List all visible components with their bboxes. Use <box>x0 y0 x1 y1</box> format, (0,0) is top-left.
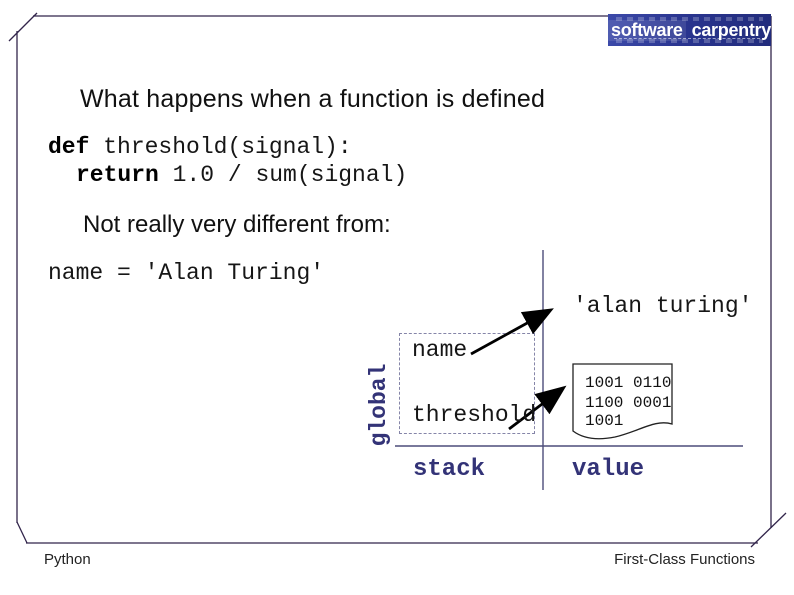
code-def-keyword: def <box>48 134 90 160</box>
logo-ghost-text-bottom <box>616 39 763 43</box>
logo-ghost-text-top <box>616 17 763 21</box>
logo-word-carpentry: carpentry <box>691 19 772 40</box>
software-carpentry-logo: software carpentry <box>608 14 771 46</box>
code-return-line: return 1.0 / sum(signal) <box>76 162 407 188</box>
code-return-rest: 1.0 / sum(signal) <box>158 162 408 188</box>
code-return-keyword: return <box>76 162 159 188</box>
code-assignment-line: name = 'Alan Turing' <box>48 260 325 286</box>
value-axis-label: value <box>572 456 645 483</box>
binary-line-2: 1100 0001 <box>585 394 672 412</box>
binary-line-3: 1001 <box>585 412 624 430</box>
stack-axis-label: stack <box>413 456 486 483</box>
slide-subtitle: Not really very different from: <box>83 211 391 238</box>
global-frame-label: global <box>366 363 392 447</box>
footer-lecture-title: First-Class Functions <box>614 551 755 568</box>
slide-title: What happens when a function is defined <box>80 85 546 113</box>
global-frame-dashed-box <box>399 333 535 434</box>
footer-language-label: Python <box>44 551 91 568</box>
variable-slot-name: name <box>412 337 468 363</box>
logo-word-software: software <box>608 19 686 41</box>
binary-line-1: 1001 0110 <box>585 374 672 392</box>
logo-dashed-underline <box>614 38 765 39</box>
code-def-rest: threshold(signal): <box>89 134 352 160</box>
variable-slot-threshold: threshold <box>412 402 537 428</box>
string-value-text: 'alan turing' <box>573 293 753 319</box>
code-def-line: def threshold(signal): <box>48 134 352 160</box>
